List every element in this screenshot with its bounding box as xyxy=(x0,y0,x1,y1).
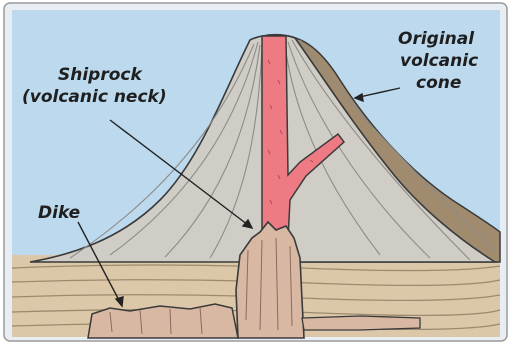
label-cone-line2: volcanic xyxy=(400,51,478,71)
label-cone-line1: Original xyxy=(398,29,475,49)
label-shiprock-line1: Shiprock xyxy=(58,65,143,85)
feeder-dike xyxy=(302,316,420,330)
label-cone-line3: cone xyxy=(416,73,461,93)
label-dike: Dike xyxy=(38,203,80,223)
label-shiprock-line2: (volcanic neck) xyxy=(22,87,167,107)
